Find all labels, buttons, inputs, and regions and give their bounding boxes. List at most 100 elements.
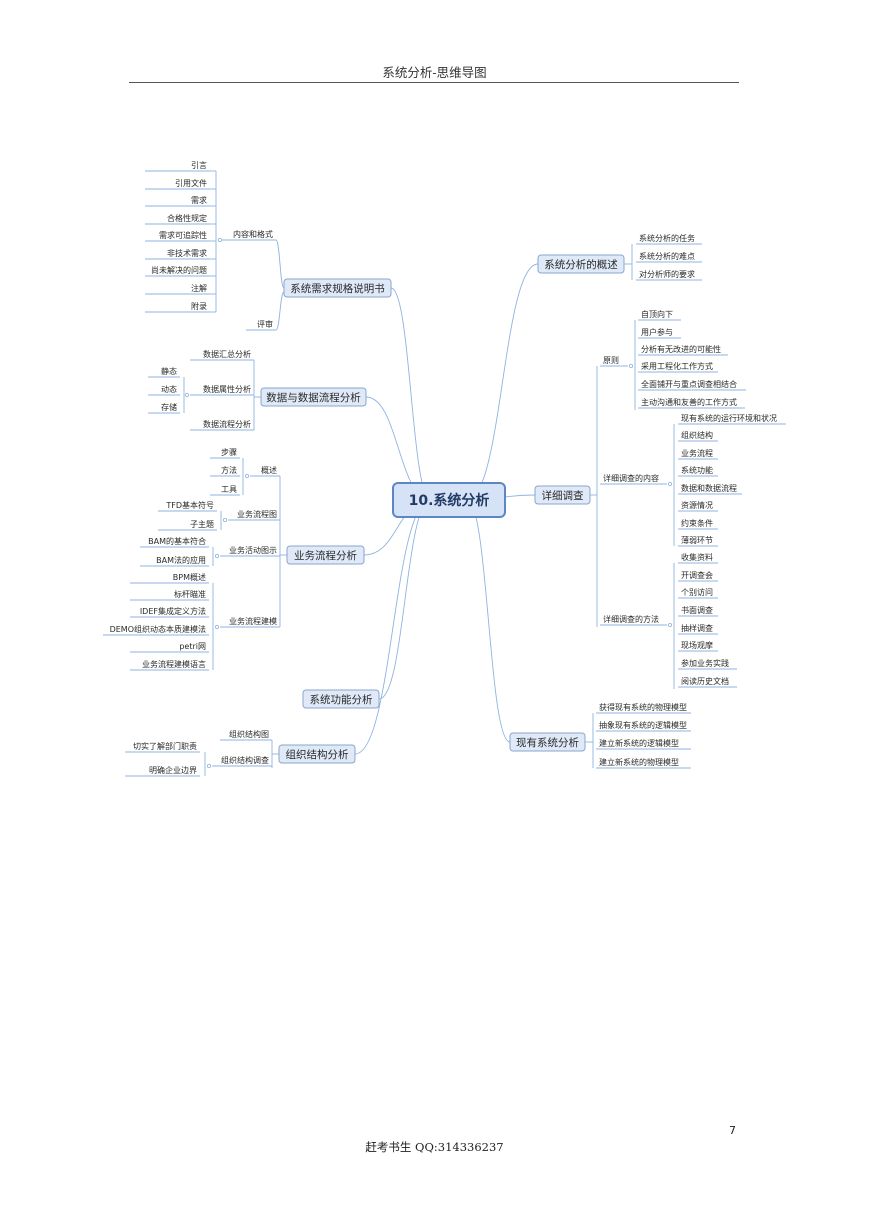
branch-overview-box [537,254,625,274]
branch-spec-box [283,278,392,298]
branch-func-box [302,689,380,709]
bizflow-overview-item-1: 方法 [221,465,237,475]
detail-content-item-1: 组织结构 [681,430,713,440]
branch-org-box [278,744,356,764]
detail-content: 详细调查的内容 [603,473,659,483]
branch-connector [184,392,189,397]
bizflow-activity-item-1: BAM法的应用 [156,555,206,565]
bizflow-overview: 概述 [261,465,277,475]
branch-spec-edge [390,287,432,501]
detail-content-item-6: 约束条件 [681,518,713,528]
page-number: 7 [729,1124,736,1137]
branch-detail: 详细调查 [542,489,584,502]
org-survey-item-1: 明确企业边界 [149,765,197,775]
dataflow-flow: 数据流程分析 [203,419,251,429]
branch-existing-box [509,732,586,752]
branch-overview-edge [466,263,539,501]
bizflow-model-item-3: DEMO组织动态本质建模法 [110,624,206,634]
branch-connector [668,481,673,486]
existing-item-0: 获得现有系统的物理模型 [599,702,687,712]
dataflow-summary: 数据汇总分析 [203,349,251,359]
page-header-title: 系统分析-思维导图 [382,65,487,80]
detail-principle: 原则 [603,355,619,365]
branch-dataflow-box [260,387,367,407]
bizflow-model-item-2: IDEF集成定义方法 [140,606,206,616]
detail-principle-item-2: 分析有无改进的可能性 [641,344,721,354]
existing-item-2: 建立新系统的逻辑模型 [599,738,679,748]
branch-detail-box [534,485,591,505]
header-rule [129,82,739,83]
existing-item-3: 建立新系统的物理模型 [599,757,679,767]
org-chart: 组织结构图 [229,729,269,739]
dataflow-attr-item-2: 存储 [161,402,177,412]
root-node-box [392,482,506,518]
branch-connector [214,625,219,630]
org-survey-item-0: 切实了解部门职责 [133,741,197,751]
root-node: 10.系统分析 [409,492,490,509]
branch-bizflow: 业务流程分析 [294,549,357,562]
branch-dataflow: 数据与数据流程分析 [266,391,361,404]
detail-method-item-0: 收集资料 [681,552,713,562]
overview-item-2: 对分析师的要求 [639,269,695,279]
dataflow-attr-item-1: 动态 [161,384,177,394]
spec-content-format: 内容和格式 [233,229,273,239]
bizflow-activity-item-0: BAM的基本符合 [148,536,206,546]
branch-connector [629,363,634,368]
branch-existing: 现有系统分析 [516,736,579,749]
branch-bizflow-box [286,545,365,565]
branch-func: 系统功能分析 [310,693,373,706]
mindmap-nodes: 内容和格式引言引用文件需求合格性规定需求可追踪性非技术需求尚未解决的问题注解附录… [110,160,777,775]
detail-principle-item-4: 全面铺开与重点调查相结合 [641,379,737,389]
bizflow-activity: 业务活动图示 [229,545,277,555]
branch-connector [222,518,227,523]
detail-principle-item-3: 采用工程化工作方式 [641,361,713,371]
detail-content-item-3: 系统功能 [681,465,713,475]
spec-item-2: 需求 [191,195,207,205]
detail-principle-item-5: 主动沟通和友善的工作方式 [641,397,737,407]
spec-review: 评审 [257,319,273,329]
detail-principle-item-1: 用户参与 [641,327,673,337]
spec-item-4: 需求可追踪性 [159,230,207,240]
detail-content-item-2: 业务流程 [681,448,713,458]
branch-connector [217,237,222,242]
branch-spec: 系统需求规格说明书 [290,282,385,295]
bizflow-model-item-5: 业务流程建模语言 [142,659,206,669]
detail-method-item-7: 阅读历史文档 [681,676,729,686]
spec-item-0: 引言 [191,160,207,170]
detail-principle-item-0: 自顶向下 [641,309,673,319]
branch-connector [206,764,211,769]
bizflow-chart-item-0: TFD基本符号 [165,500,214,510]
detail-method-item-3: 书面调查 [681,605,713,615]
bizflow-overview-item-0: 步骤 [221,448,237,457]
bizflow-model: 业务流程建模 [229,616,277,626]
bizflow-chart-item-1: 子主题 [190,519,214,529]
spec-item-5: 非技术需求 [167,248,207,258]
page-footer: 赶考书生 QQ:314336237 [365,1140,504,1154]
bizflow-chart: 业务流程图 [237,509,277,519]
existing-item-1: 抽象现有系统的逻辑模型 [599,720,687,730]
org-survey: 组织结构调查 [221,755,269,765]
overview-item-0: 系统分析的任务 [639,233,695,243]
overview-item-1: 系统分析的难点 [639,251,695,261]
spec-item-1: 引用文件 [175,178,207,188]
spec-item-8: 附录 [191,301,207,311]
bizflow-overview-item-2: 工具 [221,485,237,494]
spec-item-3: 合格性规定 [167,213,207,223]
detail-content-item-5: 资源情况 [681,500,713,510]
detail-method-item-1: 开调查会 [681,570,713,580]
detail-content-item-0: 现有系统的运行环境和状况 [681,413,777,423]
dataflow-attr: 数据属性分析 [203,384,251,394]
bizflow-model-item-1: 标杆瞄准 [174,589,206,599]
detail-method-item-2: 个别访问 [681,587,713,597]
dataflow-attr-item-0: 静态 [161,366,177,376]
detail-content-item-4: 数据和数据流程 [681,483,737,493]
spec-item-6: 尚未解决的问题 [151,265,207,275]
detail-method: 详细调查的方法 [603,614,659,624]
bizflow-model-item-0: BPM概述 [173,572,206,582]
detail-content-item-7: 薄弱环节 [681,535,713,545]
branch-connector [668,623,673,628]
spec-review-edge [275,291,285,331]
branch-org-edge [354,499,432,755]
